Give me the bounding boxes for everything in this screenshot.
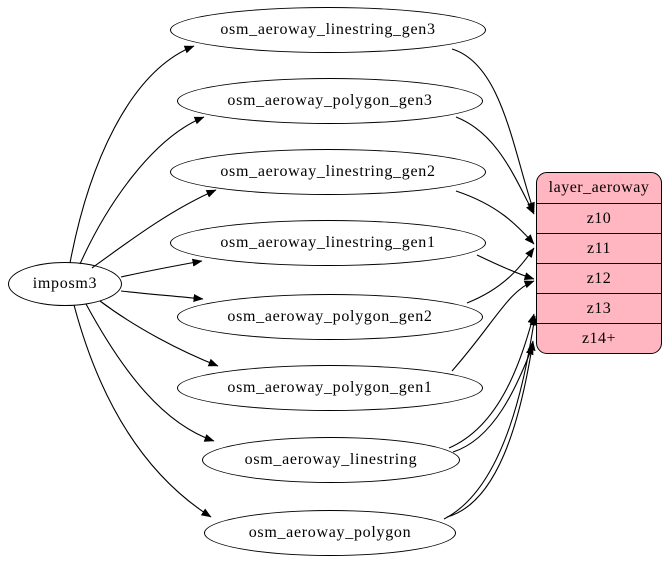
edge-polygon-gen2-to-z11	[466, 247, 535, 304]
edge-linestring-gen2-to-z11	[455, 190, 535, 245]
layer-row-z10: z10	[537, 203, 661, 233]
table-node-label: osm_aeroway_linestring_gen3	[220, 21, 436, 38]
edge-linestring-to-z14plus	[452, 344, 534, 453]
edge-imposm3-to-polygon-gen3	[79, 116, 205, 265]
node-osm-aeroway-polygon-gen2: osm_aeroway_polygon_gen2	[177, 294, 483, 340]
table-node-label: osm_aeroway_linestring_gen2	[220, 163, 436, 180]
node-osm-aeroway-polygon: osm_aeroway_polygon	[204, 510, 456, 556]
table-node-label: osm_aeroway_polygon_gen3	[227, 92, 433, 109]
edge-polygon-gen1-to-z12	[451, 280, 535, 372]
node-osm-aeroway-linestring-gen1: osm_aeroway_linestring_gen1	[170, 220, 486, 266]
edge-imposm3-to-polygon	[73, 304, 212, 518]
table-node-label: osm_aeroway_linestring_gen1	[220, 234, 436, 251]
edge-imposm3-to-polygon-gen1	[99, 300, 219, 367]
edge-linestring-gen3-to-z10	[451, 48, 535, 213]
table-node-label: osm_aeroway_linestring	[244, 451, 418, 468]
table-node-label: osm_aeroway_polygon_gen1	[227, 379, 433, 396]
edge-imposm3-to-linestring-gen3	[69, 45, 195, 264]
edge-polygon-to-z14plus	[446, 340, 536, 518]
layer-row-z11: z11	[537, 233, 661, 263]
node-imposm3: imposm3	[8, 262, 122, 306]
node-osm-aeroway-linestring-gen3: osm_aeroway_linestring_gen3	[170, 7, 486, 53]
edge-imposm3-to-linestring-gen2	[91, 189, 217, 269]
edge-linestring-gen1-to-z12	[476, 254, 535, 280]
node-osm-aeroway-linestring: osm_aeroway_linestring	[202, 437, 460, 483]
node-osm-aeroway-polygon-gen1: osm_aeroway_polygon_gen1	[177, 365, 483, 411]
layer-aeroway-title: layer_aeroway	[548, 179, 650, 196]
node-imposm3-label: imposm3	[32, 275, 98, 292]
edge-imposm3-to-linestring-gen1	[120, 258, 203, 278]
node-layer-aeroway: layer_aeroway z10 z11 z12 z13 z14+	[536, 172, 662, 354]
node-osm-aeroway-linestring-gen2: osm_aeroway_linestring_gen2	[170, 149, 486, 195]
layer-row-z13: z13	[537, 293, 661, 323]
table-node-label: osm_aeroway_polygon_gen2	[227, 308, 433, 325]
edge-polygon-to-z13	[443, 315, 538, 520]
edge-polygon-gen3-to-z10	[455, 116, 535, 215]
node-osm-aeroway-polygon-gen3: osm_aeroway_polygon_gen3	[177, 78, 483, 124]
edge-imposm3-to-polygon-gen2	[120, 290, 204, 303]
layer-row-z12: z12	[537, 263, 661, 293]
table-node-label: osm_aeroway_polygon	[248, 524, 412, 541]
edge-linestring-to-z13	[448, 313, 536, 449]
layer-row-z14plus: z14+	[537, 323, 661, 353]
edge-imposm3-to-linestring	[85, 303, 215, 442]
